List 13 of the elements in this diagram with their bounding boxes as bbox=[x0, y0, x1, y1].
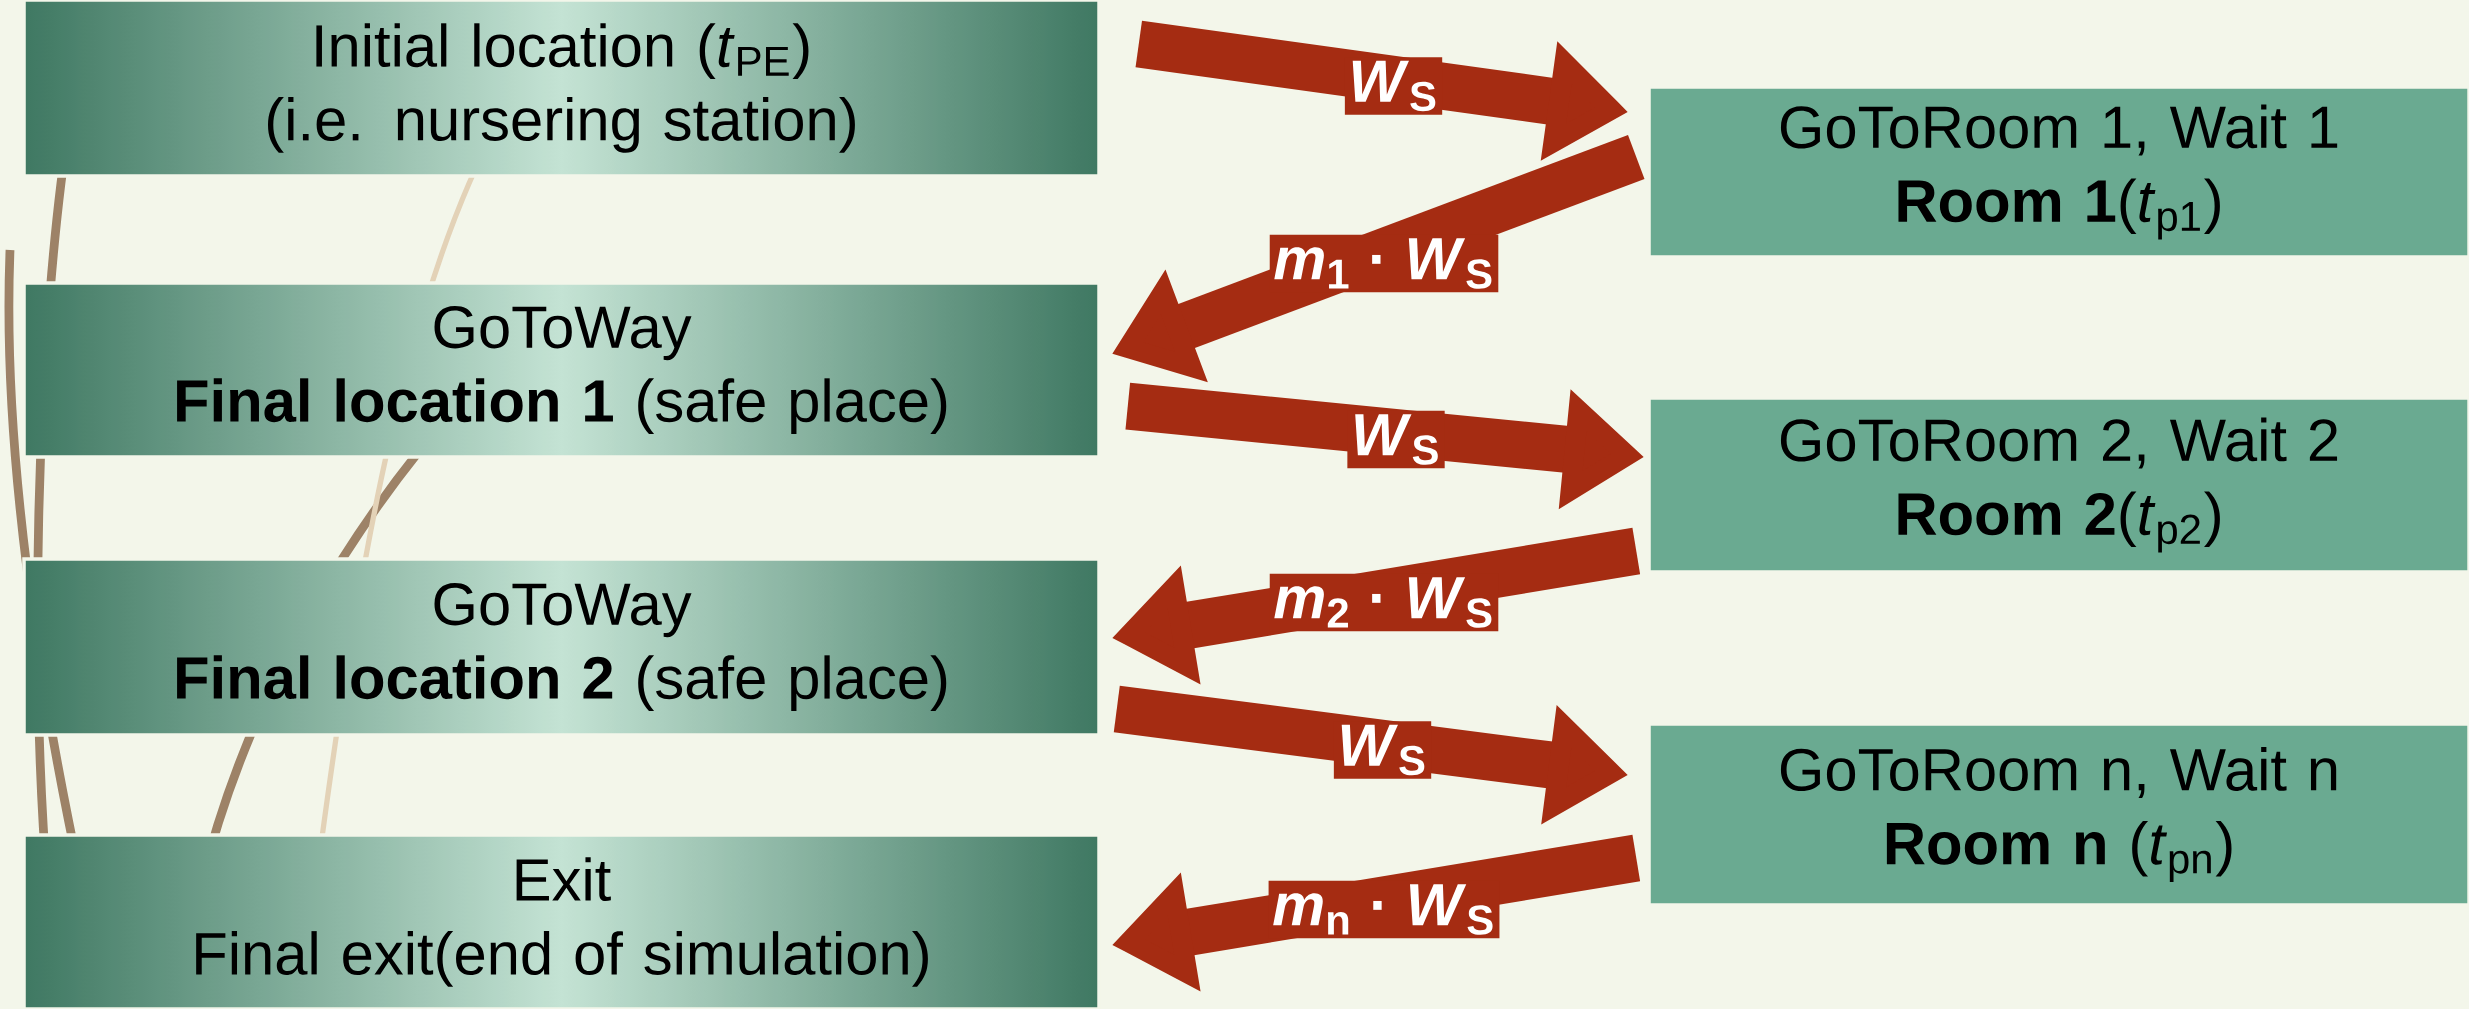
location-box: Exit Final exit(end of simulation) bbox=[22, 833, 1101, 1009]
edge-label: m$_{1}$ · W$_{S}$ bbox=[1269, 234, 1499, 293]
location-box: GoToWay Final location 2 (safe place) bbox=[22, 557, 1101, 737]
edge-label: W$_{S}$ bbox=[1333, 721, 1432, 779]
room-box: GoToRoom 2, Wait 2 Room 2(t$_{p2}$) bbox=[1647, 396, 2469, 574]
edge-label: W$_{S}$ bbox=[1344, 57, 1443, 115]
edge-label: W$_{S}$ bbox=[1347, 410, 1445, 469]
room-box: GoToRoom 1, Wait 1 Room 1(t$_{p1}$) bbox=[1647, 85, 2469, 259]
room-box: GoToRoom n, Wait n Room n (t$_{pn}$) bbox=[1647, 722, 2469, 907]
location-box: GoToWay Final location 1 (safe place) bbox=[22, 281, 1101, 459]
location-box: Initial location (t$_{PE}$) (i.e. nursering station) bbox=[22, 0, 1101, 178]
edge-label: m$_{2}$ · W$_{S}$ bbox=[1269, 573, 1499, 632]
edge-label: m$_{n}$ · W$_{S}$ bbox=[1268, 880, 1500, 939]
